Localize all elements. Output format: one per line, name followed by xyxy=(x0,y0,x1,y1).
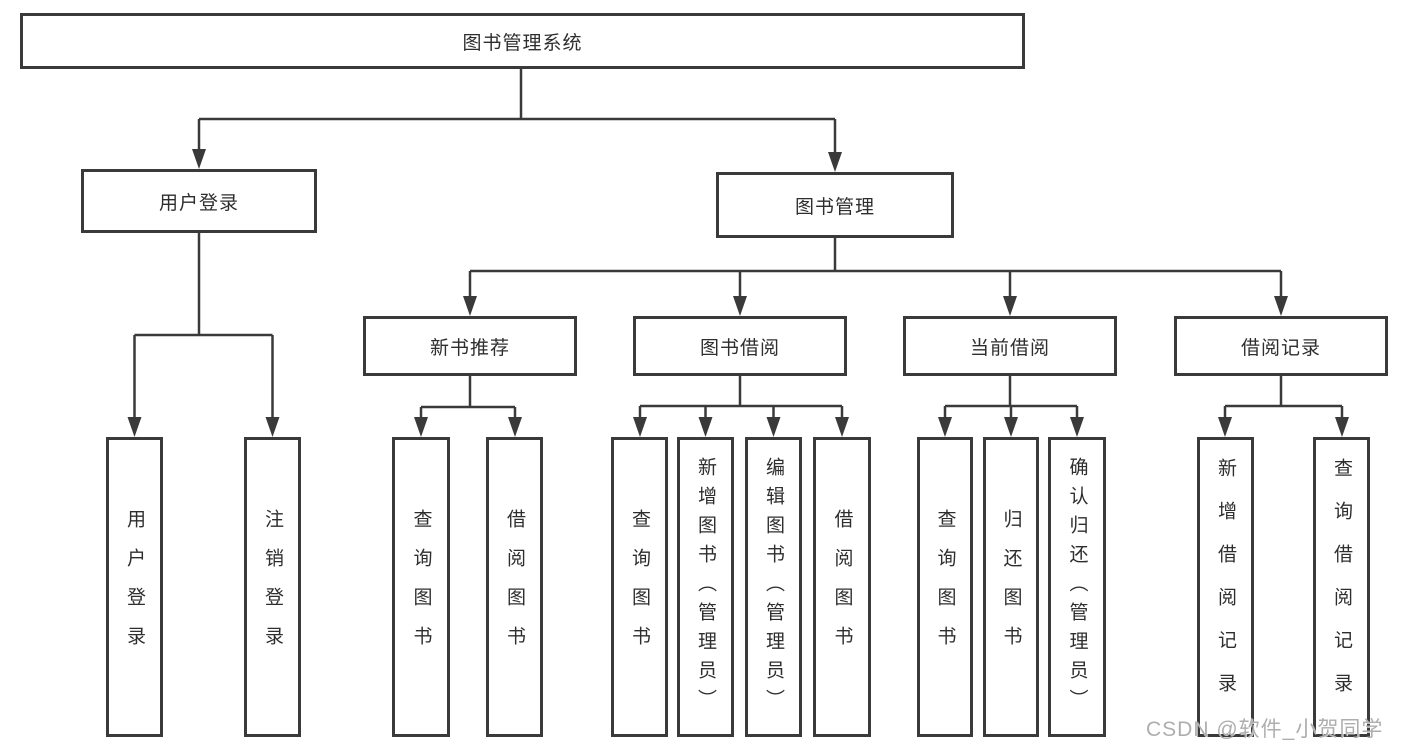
node-label: 新书推荐 xyxy=(429,337,510,359)
leaf-borrow-books-recommend: 借阅图书 xyxy=(486,437,543,737)
node-label: 用户登录 xyxy=(158,192,239,214)
leaf-label: 查询图书 xyxy=(629,509,650,665)
node-label: 图书管理系统 xyxy=(462,32,583,54)
node-label: 借阅记录 xyxy=(1240,337,1321,359)
leaf-label: 新增图书（管理员） xyxy=(695,456,716,718)
node-book-borrow: 图书借阅 xyxy=(633,316,847,376)
leaf-edit-books-admin: 编辑图书（管理员） xyxy=(745,437,802,737)
leaf-query-books-recommend: 查询图书 xyxy=(392,437,450,737)
leaf-label: 新增借阅记录 xyxy=(1215,458,1236,716)
leaf-borrow-books: 借阅图书 xyxy=(813,437,871,737)
leaf-label: 编辑图书（管理员） xyxy=(763,456,784,718)
node-borrow-records: 借阅记录 xyxy=(1174,316,1388,376)
node-library-management-system: 图书管理系统 xyxy=(20,13,1025,69)
leaf-label: 注销登录 xyxy=(262,509,283,665)
leaf-label: 确认归还（管理员） xyxy=(1066,456,1088,718)
leaf-confirm-return-admin: 确认归还（管理员） xyxy=(1048,437,1106,737)
leaf-logout: 注销登录 xyxy=(244,437,301,737)
node-current-borrow: 当前借阅 xyxy=(903,316,1117,376)
leaf-add-borrow-record: 新增借阅记录 xyxy=(1197,437,1254,737)
leaf-label: 查询图书 xyxy=(410,509,432,665)
node-new-book-recommend: 新书推荐 xyxy=(363,316,577,376)
node-label: 图书借阅 xyxy=(699,337,780,359)
leaf-label: 借阅图书 xyxy=(504,509,525,665)
leaf-label: 归还图书 xyxy=(1000,509,1022,665)
leaf-label: 查询借阅记录 xyxy=(1331,458,1352,716)
leaf-label: 查询图书 xyxy=(934,509,956,665)
leaf-label: 用户登录 xyxy=(124,509,145,665)
leaf-query-books-borrow: 查询图书 xyxy=(611,437,668,737)
node-label: 当前借阅 xyxy=(969,337,1050,359)
node-user-login: 用户登录 xyxy=(81,169,317,233)
leaf-query-books-current: 查询图书 xyxy=(917,437,973,737)
leaf-return-books: 归还图书 xyxy=(983,437,1039,737)
leaf-add-books-admin: 新增图书（管理员） xyxy=(677,437,734,737)
node-book-management: 图书管理 xyxy=(716,172,954,238)
node-label: 图书管理 xyxy=(794,196,875,218)
csdn-watermark: CSDN @软件_小贺同学 xyxy=(1146,718,1384,741)
leaf-query-borrow-record: 查询借阅记录 xyxy=(1313,437,1370,737)
leaf-label: 借阅图书 xyxy=(831,509,853,665)
leaf-user-login: 用户登录 xyxy=(106,437,163,737)
